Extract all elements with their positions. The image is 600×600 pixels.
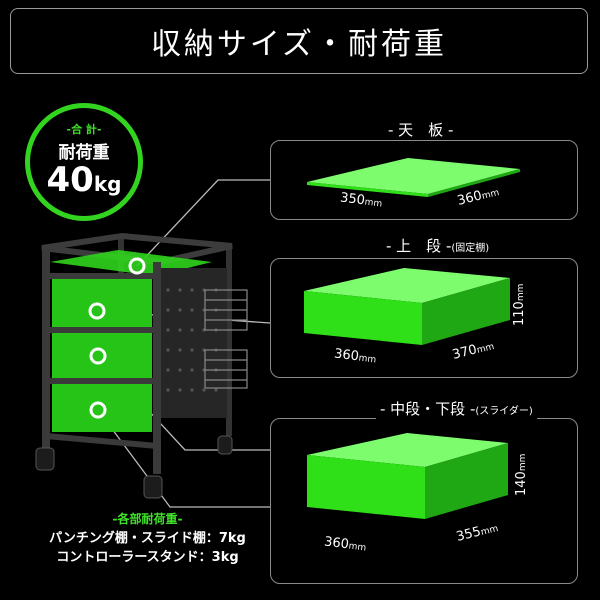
label-drawers: - 中段・下段 -(スライダー) (376, 398, 537, 419)
badge-value: 40 (46, 160, 94, 200)
badge-value-wrap: 40kg (30, 160, 138, 200)
pegboard-side (157, 268, 227, 418)
panel-upper-shelf (270, 258, 578, 378)
middle-drawer-front (52, 332, 152, 378)
panel-top-board (270, 140, 578, 220)
badge-unit: kg (93, 172, 122, 196)
connector-lower (97, 409, 270, 508)
dim-drawer-height: 140mm (514, 453, 529, 496)
upper-shelf-front (52, 278, 152, 328)
label-top-board: - 天 板 - (384, 119, 458, 140)
label-upper-shelf: - 上 段 -(固定棚) (382, 235, 494, 256)
badge-label: 耐荷重 (58, 143, 110, 163)
notes-row-shelves: パンチング棚・スライド棚：7kg (49, 531, 246, 546)
load-notes: -各部耐荷重- パンチング棚・スライド棚：7kg コントローラースタンド：3kg (0, 510, 295, 567)
page-title: 収納サイズ・耐荷重 (150, 27, 448, 62)
notes-heading: -各部耐荷重- (112, 512, 183, 526)
marker-rings (88, 257, 146, 419)
dim-upper-height: 110mm (512, 283, 527, 326)
badge-caption: -合 計- (66, 123, 102, 136)
top-shelf (50, 250, 212, 276)
panel-drawers (270, 418, 578, 584)
title-banner: 収納サイズ・耐荷重 (10, 8, 588, 74)
connector-middle (97, 355, 270, 451)
lower-drawer-front (52, 384, 152, 432)
connector-top (136, 179, 270, 267)
total-load-badge: -合 計- 耐荷重 40kg (25, 103, 143, 221)
wire-baskets (204, 289, 248, 389)
casters (35, 435, 233, 499)
notes-row-stand: コントローラースタンド：3kg (56, 550, 239, 565)
connector-upper (96, 310, 271, 324)
